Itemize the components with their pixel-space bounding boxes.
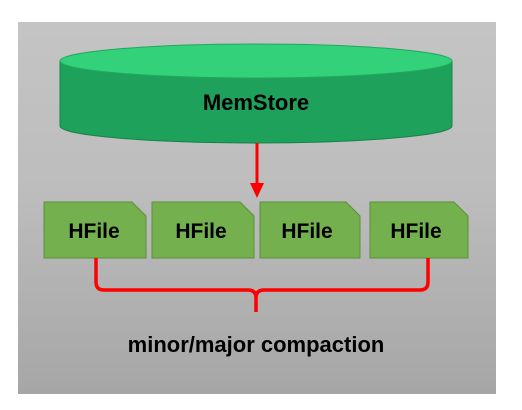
memstore-label: MemStore [203,90,309,115]
compaction-label: minor/major compaction [128,332,385,357]
hfile-1-shape [43,201,147,259]
hfile-4-label: HFile [390,220,441,243]
memstore-cylinder: MemStore [59,43,453,144]
hfile-2-shape [151,201,255,259]
flush-arrow [250,143,264,198]
hfile-3: HFile [259,201,361,259]
flush-arrow-head [250,183,264,198]
hfile-2-label: HFile [175,220,226,243]
memstore-body [59,60,453,144]
hfile-3-shape [259,201,361,259]
hfile-4-shape [369,201,469,259]
hfile-1: HFile [43,201,147,259]
memstore-top [59,43,453,79]
hfile-4: HFile [369,201,469,259]
hfile-3-label: HFile [281,220,332,243]
hfile-1-label: HFile [68,220,119,243]
hfile-2: HFile [151,201,255,259]
compaction-bracket [94,258,430,312]
